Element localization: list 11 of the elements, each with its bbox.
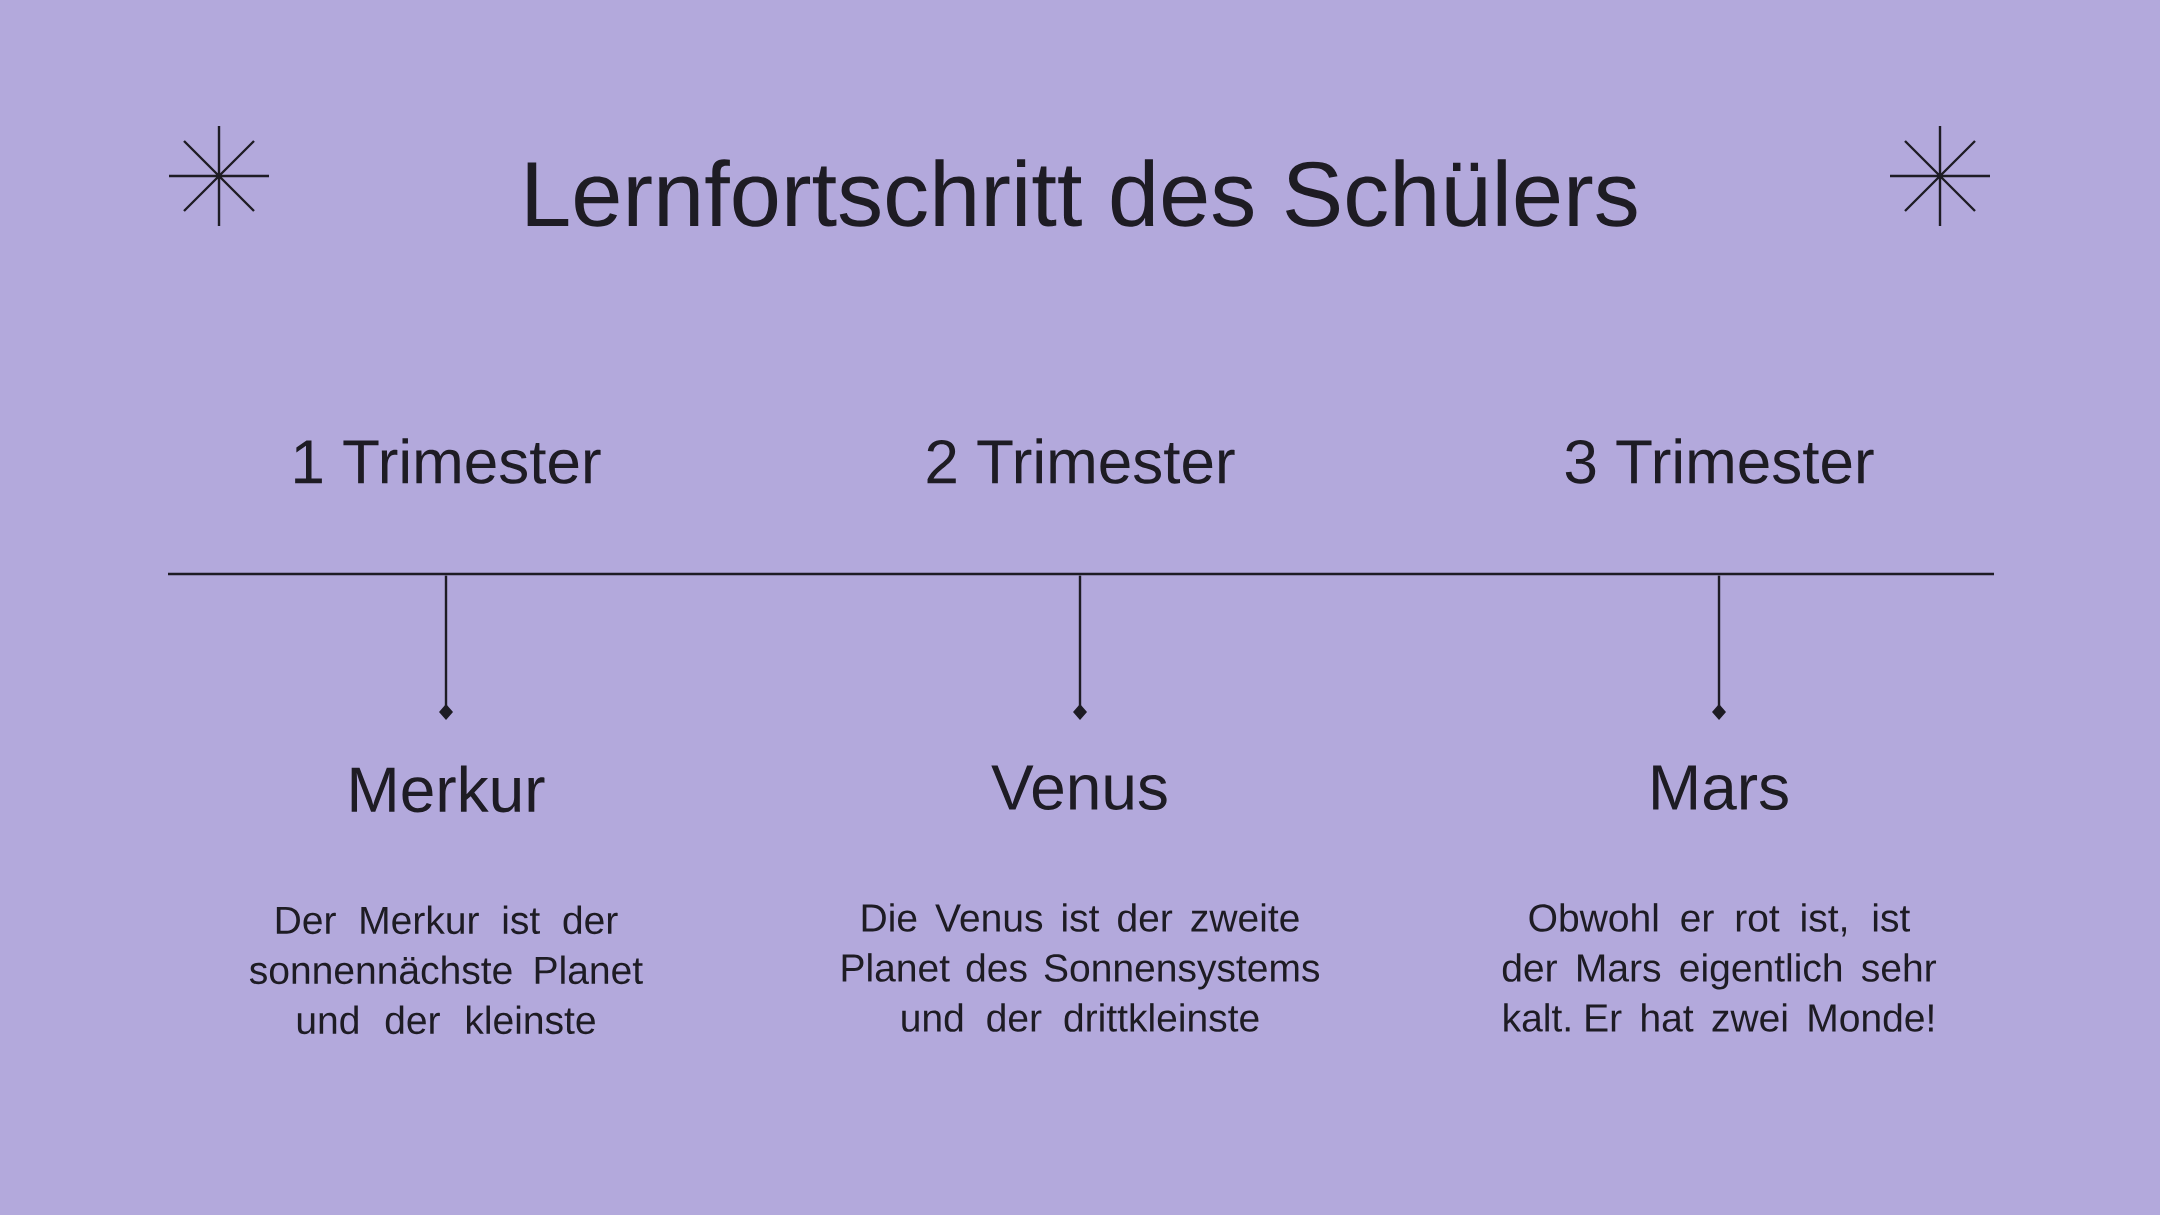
- connector-line: [1073, 575, 1087, 720]
- period-label: 3 Trimester: [1565, 438, 1874, 484]
- connector-line: [1712, 575, 1726, 720]
- milestone-text: Mars Obwohl er rot ist, ist der Mars eigentlich sehr kalt. Er hat zwei Monde!: [1502, 765, 1936, 1032]
- milestone-text: Venus Die Venus ist der zweite Planet des Sonnensystems und der drittkleinste: [842, 765, 1320, 1032]
- period-label: 1 Trimester: [295, 438, 601, 484]
- connector-line: [439, 575, 453, 720]
- milestone-text: Merkur Der Merkur ist der sonnennächste Planet und der kleinste: [249, 765, 643, 1035]
- period-label: 2 Trimester: [927, 438, 1235, 484]
- title: Lernfortschritt des Schülers: [527, 159, 1637, 227]
- timeline-bar: [168, 572, 1994, 576]
